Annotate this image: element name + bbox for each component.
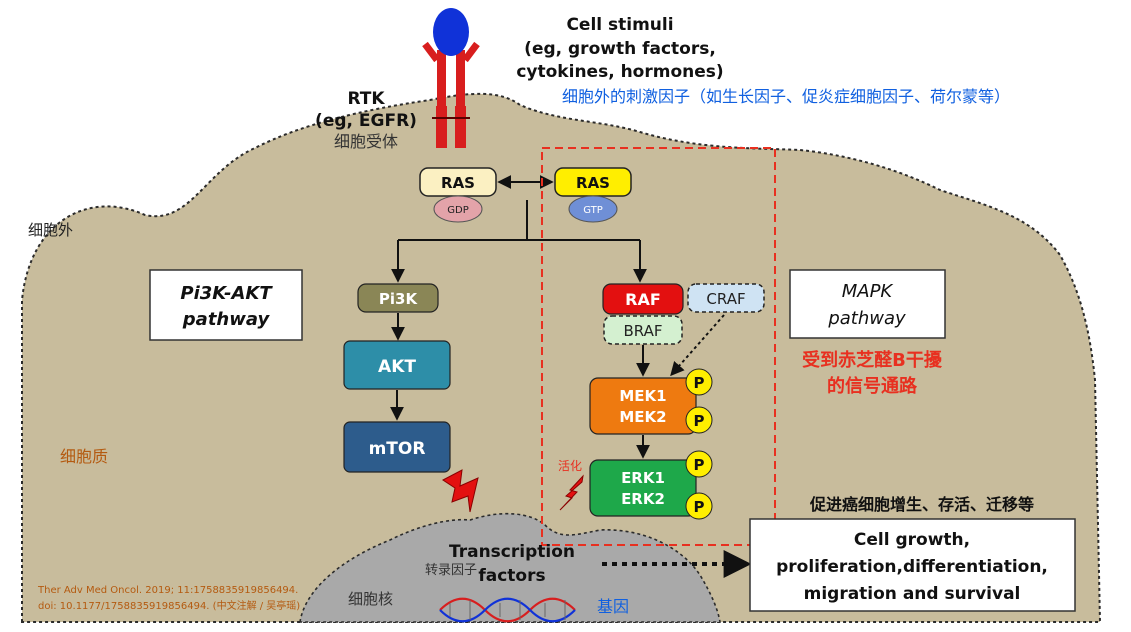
activate-label: 活化 [558, 459, 582, 473]
erk-phospho-1-label: P [694, 456, 705, 474]
mek-phospho-2: P [685, 406, 713, 434]
nucleus-label: 细胞核 [348, 590, 393, 608]
citation-line1: Ther Adv Med Oncol. 2019; 11:17588359198… [37, 585, 298, 596]
mek1-label: MEK1 [619, 387, 666, 405]
erk-phospho-2: P [685, 492, 713, 520]
stimuli-cn: 细胞外的刺激因子（如生长因子、促炎症细胞因子、荷尔蒙等） [562, 87, 1010, 106]
rtk-title: RTK [347, 89, 385, 109]
erk-node [589, 459, 697, 517]
braf-label: BRAF [624, 322, 663, 340]
gtp-label: GTP [583, 205, 603, 216]
cell-cytoplasm [21, 92, 1102, 623]
outcome-line1: Cell growth, [854, 530, 970, 550]
cytoplasm-label: 细胞质 [60, 447, 108, 466]
interference-line1: 受到赤芝醛B干擾 [802, 349, 943, 371]
braf-node [603, 315, 683, 345]
rtk-sub: (eg, EGFR) [315, 111, 417, 131]
outcome-line3: migration and survival [804, 584, 1021, 604]
mapk-pathway-line2: pathway [827, 308, 906, 329]
mek2-label: MEK2 [619, 408, 666, 426]
gene-label: 基因 [597, 597, 629, 616]
stimuli-title: Cell stimuli [566, 15, 673, 35]
ras-left-label: RAS [441, 174, 475, 192]
mek-phospho-1: P [685, 368, 713, 396]
mapk-pathway-box: MAPK pathway [789, 269, 946, 339]
extracellular-label: 细胞外 [28, 221, 73, 239]
rtk-cn: 细胞受体 [334, 132, 398, 151]
pi3k-pathway-line1: Pi3K-AKT [180, 283, 273, 304]
craf-label: CRAF [706, 290, 745, 308]
mtor-node [343, 421, 451, 473]
tf-line1: Transcription [449, 542, 575, 562]
interference-line2: 的信号通路 [827, 375, 918, 397]
erk-phospho-1: P [685, 450, 713, 478]
outcome-line2: proliferation,differentiation, [776, 557, 1048, 577]
outcome-box [749, 518, 1076, 612]
ras-branch-connector [391, 200, 647, 283]
mapk-pathway-line1: MAPK [842, 281, 894, 302]
tf-cn: 转录因子 [425, 563, 477, 578]
mek-phospho-2-label: P [694, 412, 705, 430]
tf-line2: factors [478, 566, 545, 586]
arrow-craf-mek [670, 314, 725, 377]
ligand [433, 8, 469, 56]
mek-phospho-1-label: P [694, 374, 705, 392]
mtor-label: mTOR [369, 439, 426, 459]
erk-phospho-2-label: P [694, 498, 705, 516]
nucleus [299, 512, 721, 623]
raf-node [602, 283, 684, 315]
citation-line2: doi: 10.1177/1758835919856494. (中文注解 / 吴… [38, 599, 300, 612]
interference-highlight-box [541, 147, 776, 546]
akt-label: AKT [378, 357, 416, 377]
lightning-left-icon [442, 469, 479, 513]
pi3k-node [357, 283, 439, 313]
pi3k-label: Pi3K [379, 290, 419, 308]
outcome-cn: 促进癌细胞增生、存活、迁移等 [809, 495, 1034, 514]
dna-helix-icon [439, 597, 576, 623]
erk1-label: ERK1 [621, 469, 665, 487]
stimuli-line2: (eg, growth factors, [524, 39, 716, 59]
stimuli-line3: cytokines, hormones) [516, 62, 723, 82]
akt-node [343, 340, 451, 390]
erk2-label: ERK2 [621, 490, 665, 508]
ras-gdp-node: RAS GDP [419, 167, 497, 223]
mek-node [589, 377, 697, 435]
ras-gtp-node: RAS GTP [554, 167, 632, 223]
rtk-receptor [422, 41, 480, 148]
lightning-right-icon [559, 474, 584, 511]
gdp-label: GDP [447, 205, 468, 216]
pi3k-pathway-line2: pathway [182, 309, 271, 330]
craf-node [687, 283, 765, 313]
pi3k-akt-pathway-box: Pi3K-AKT pathway [149, 269, 303, 341]
raf-label: RAF [625, 290, 661, 309]
ras-right-label: RAS [576, 174, 610, 192]
